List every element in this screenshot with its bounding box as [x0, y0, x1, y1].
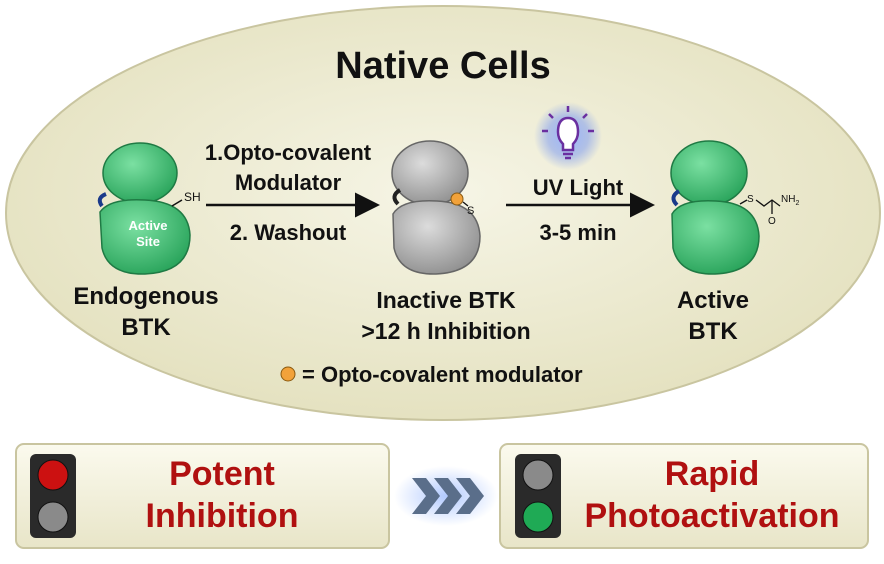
- middle-label-line2: >12 h Inhibition: [361, 318, 530, 344]
- step1-line3: 2. Washout: [230, 220, 347, 245]
- legend-marker: [280, 366, 296, 382]
- left-label-line2: BTK: [121, 314, 171, 341]
- potent-inhibition-panel: Potent Inhibition: [15, 443, 390, 549]
- right-label-line1: Active: [677, 287, 749, 314]
- right-amine-label: NH2: [781, 194, 799, 207]
- active-site-line1: Active: [128, 218, 167, 233]
- bottom-left-line2: Inhibition: [146, 497, 299, 535]
- step1-line1: 1.Opto-covalent: [205, 140, 372, 165]
- right-label-line2: BTK: [688, 318, 738, 345]
- bottom-right-line1: Rapid: [665, 455, 759, 493]
- middle-thiol-label: S: [467, 205, 474, 217]
- triple-chevron-icon: [394, 466, 498, 526]
- legend-text: = Opto-covalent modulator: [302, 362, 583, 387]
- rapid-photoactivation-panel: Rapid Photoactivation: [499, 443, 869, 549]
- right-oxygen-label: O: [768, 216, 776, 227]
- title: Native Cells: [335, 45, 550, 87]
- left-label-line1: Endogenous: [73, 283, 218, 310]
- step1-line2: Modulator: [235, 170, 342, 195]
- step2-line1: UV Light: [533, 175, 624, 200]
- inactive-btk-protein: S: [391, 140, 481, 275]
- lightbulb-icon: [534, 102, 602, 170]
- traffic-light-icon: [515, 454, 561, 538]
- legend: = Opto-covalent modulator: [280, 362, 583, 387]
- active-site-line2: Site: [136, 234, 160, 249]
- middle-label-line1: Inactive BTK: [376, 287, 516, 313]
- right-sulfur-label: S: [747, 194, 754, 205]
- step2-line2: 3-5 min: [539, 220, 616, 245]
- bottom-left-line1: Potent: [169, 455, 275, 493]
- bottom-right-line2: Photoactivation: [584, 497, 839, 535]
- traffic-light-icon: [30, 454, 76, 538]
- endogenous-btk-protein: SH Active Site: [97, 142, 201, 275]
- active-btk-protein: S O NH2: [670, 140, 799, 275]
- bound-modulator-marker: [450, 192, 464, 206]
- left-thiol-label: SH: [184, 190, 201, 204]
